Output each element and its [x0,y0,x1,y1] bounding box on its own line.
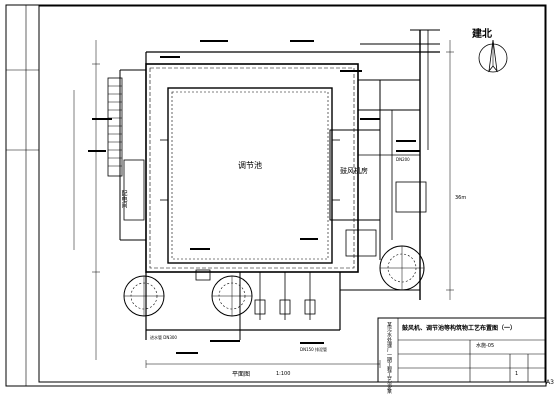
clarifier-tank-left [123,275,165,317]
north-arrow-icon [478,39,508,73]
electric-room-label: 配电间 [120,190,127,208]
title-block-project: 某污水处理厂一期工程工艺设备安装图 [386,322,392,394]
dimension-lines [73,40,454,368]
regulating-pool [160,87,340,264]
north-label: 建北 [472,29,492,40]
left-stair-block [107,77,145,221]
title-block-frame [377,317,546,383]
annotation-marks [88,40,420,354]
pump-markers [195,269,316,315]
bottom-view-label: 平面图 [232,371,251,378]
corner-mark: A3 [546,379,554,386]
title-block-drawing-title: 鼓风机、调节池等构筑物工艺布置图（一） [402,325,517,332]
clarifier-tank-right [379,245,425,291]
inner-frame [38,5,546,383]
blower-room-label: 鼓风机房 [340,167,368,175]
right-dimension-label: 36m [455,195,467,201]
outer-frame [5,4,547,387]
scale-label: 1:100 [276,371,291,377]
title-block-sheet: 1 [515,371,519,377]
pool-label: 调节池 [238,161,262,170]
title-block-number: 水施-05 [476,343,495,349]
pipe-note-1: 进水管 DN300 [150,335,177,340]
pipe-network [119,29,440,340]
pipe-note-2: DN150 排泥管 [300,347,327,352]
pipe-note-3: DN200 [396,157,410,162]
blower-room [329,129,427,257]
clarifier-tank-middle [211,275,253,317]
